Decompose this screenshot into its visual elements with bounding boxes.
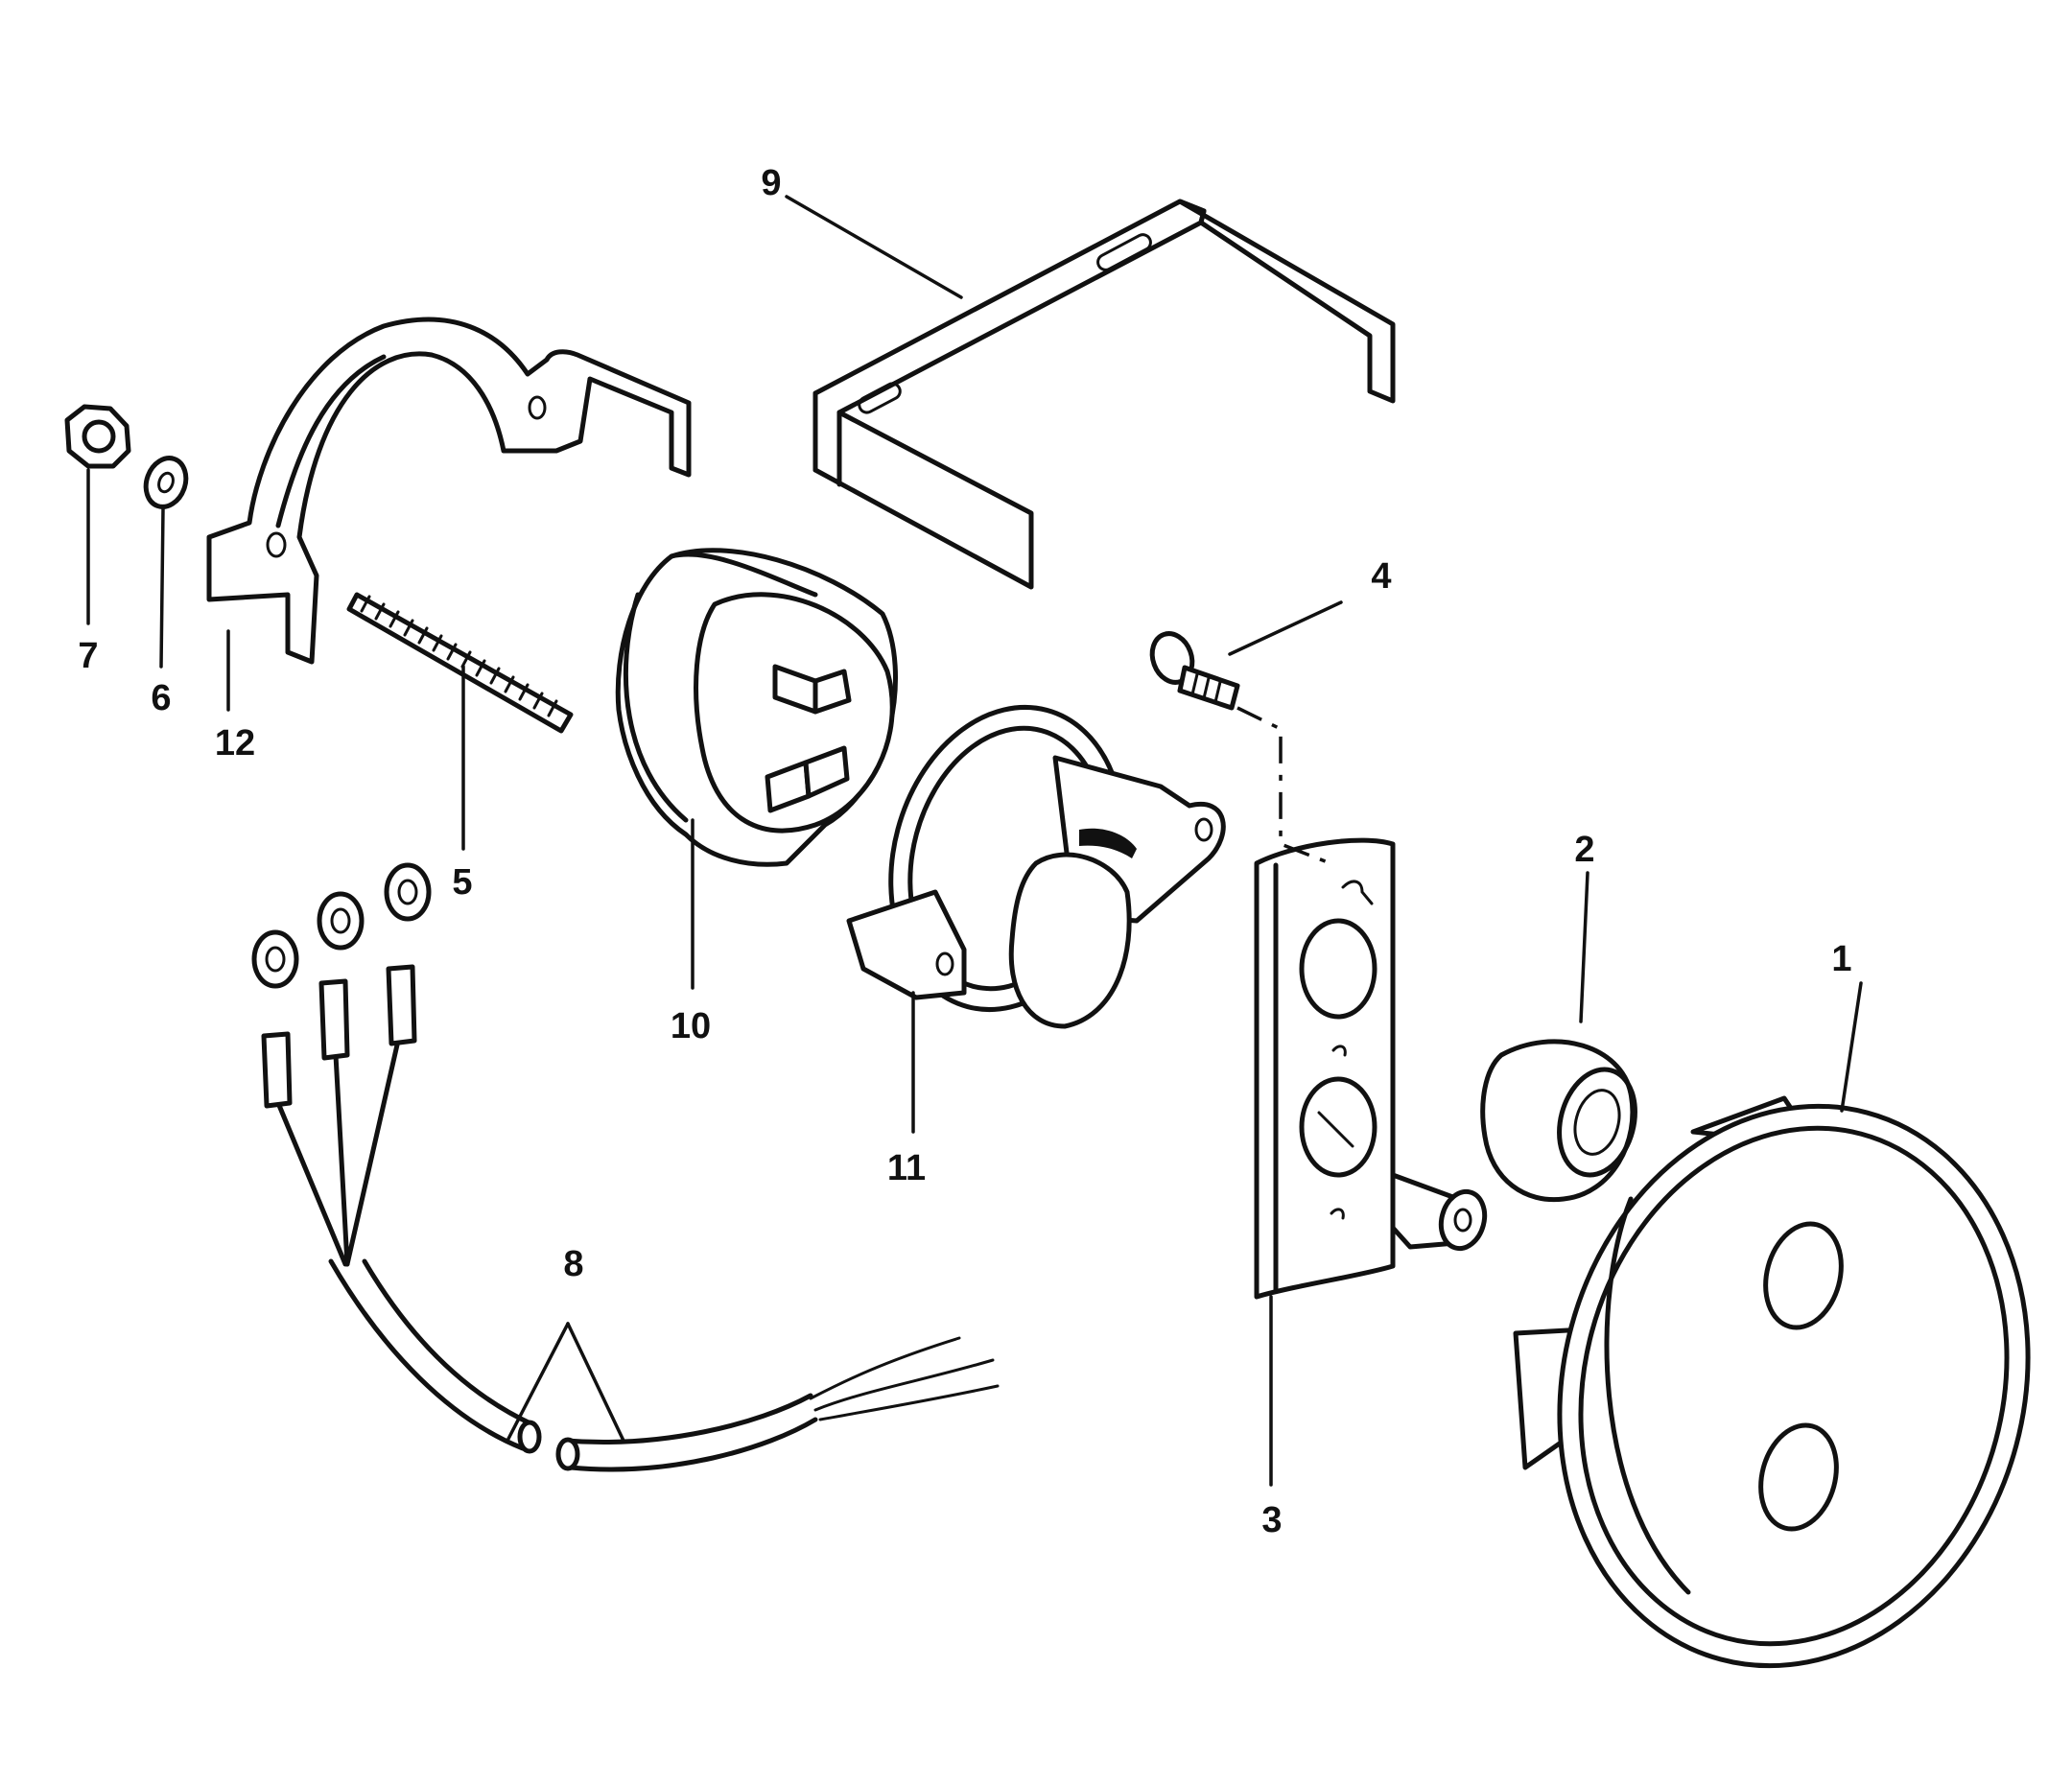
- part-1-housing-cup: [1513, 1095, 2031, 1669]
- callout-10: 10: [671, 1006, 711, 1046]
- callout-6: 6: [151, 678, 171, 718]
- leader-9: [785, 195, 963, 299]
- callout-11: 11: [887, 1148, 926, 1188]
- assembly-centerline: [1236, 706, 1336, 867]
- part-12-curved-bracket: [206, 317, 692, 665]
- callout-5: 5: [452, 862, 472, 903]
- callout-3: 3: [1261, 1500, 1282, 1540]
- part-6-washer: [143, 456, 189, 509]
- callout-9: 9: [761, 163, 781, 203]
- callout-labels: 1 2 3 4 5 6 7 8 9 10 11 12: [78, 163, 1851, 1540]
- leader-2: [1579, 871, 1589, 1023]
- callout-7: 7: [78, 636, 98, 676]
- part-8-wiring-harness: [251, 862, 1000, 1472]
- leader-4: [1228, 600, 1343, 656]
- callout-8: 8: [563, 1244, 583, 1284]
- leader-6: [159, 506, 165, 669]
- part-7-hex-nut: [64, 404, 131, 469]
- leader-8b: [566, 1322, 625, 1443]
- part-11-mounting-ring: [846, 704, 1226, 1029]
- leader-lines: [86, 195, 1863, 1487]
- callout-12: 12: [215, 723, 255, 763]
- part-10-gauge-body: [615, 548, 898, 867]
- part-4-screw: [1149, 631, 1240, 711]
- leader-1: [1840, 981, 1863, 1113]
- part-2-grommet: [1480, 1039, 1637, 1203]
- part-3-mounting-plate: [1254, 837, 1488, 1300]
- leader-8a: [506, 1322, 570, 1441]
- part-5-threaded-stud: [346, 592, 574, 734]
- part-9-mounting-bracket: [812, 199, 1396, 590]
- callout-4: 4: [1371, 556, 1391, 597]
- callout-1: 1: [1831, 939, 1851, 979]
- callout-2: 2: [1574, 830, 1594, 870]
